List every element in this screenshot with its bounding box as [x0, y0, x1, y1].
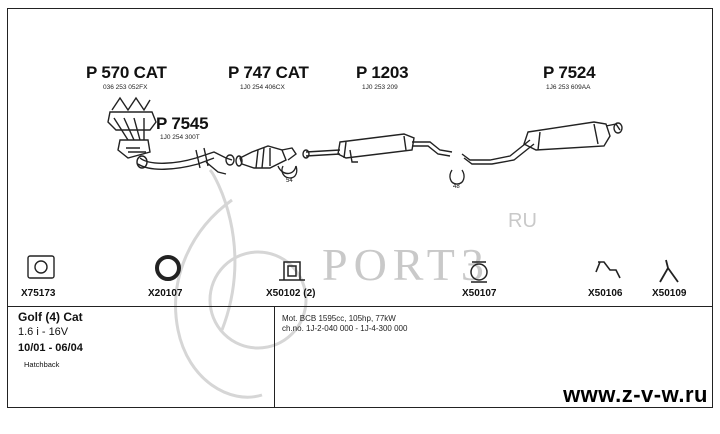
vehicle-engine: 1.6 i - 16V: [18, 326, 69, 338]
front-pipe-drawing: [136, 147, 235, 175]
catalyst-drawing: [235, 145, 297, 175]
accessory-code-x20107: X20107: [148, 288, 183, 299]
accessory-code-x50106: X50106: [588, 288, 623, 299]
accessory-code-x50107: X50107: [462, 288, 497, 299]
vehicle-body: Hatchback: [24, 360, 60, 369]
clamp-54-drawing: [281, 165, 298, 179]
hanger-x50107-icon: [470, 261, 488, 283]
middle-silencer-drawing: [302, 133, 453, 163]
accessory-code-x75173: X75173: [21, 288, 56, 299]
part-code-p1203: P 1203: [356, 63, 409, 82]
motor-info-line2: ch.no. 1J-2-040 000 - 1J-4-300 000: [282, 324, 408, 333]
oem-number-p570cat: 036 253 052FX: [103, 84, 148, 91]
clamp-48-drawing: [449, 169, 465, 185]
part-code-p747cat: P 747 CAT: [228, 63, 309, 82]
website-url: www.z-v-w.ru: [563, 382, 708, 407]
vehicle-years: 10/01 - 06/04: [18, 342, 83, 354]
vehicle-model: Golf (4) Cat: [18, 310, 83, 324]
clamp-label-48: 48: [453, 184, 460, 190]
hanger-x50106-icon: [595, 261, 621, 279]
diagram-frame: [7, 8, 713, 408]
part-code-p7545: P 7545: [156, 114, 209, 133]
accessory-code-x50109: X50109: [652, 288, 687, 299]
watermark-arcs: [174, 168, 308, 399]
divider-line: [7, 306, 713, 307]
clamp-label-54: 54: [286, 178, 293, 184]
oem-number-p747cat: 1J0 254 406CX: [240, 84, 285, 91]
hanger-x50102-icon: [279, 261, 305, 281]
watermark: PORT3: [322, 239, 490, 290]
oem-number-p1203: 1J0 253 209: [362, 84, 398, 91]
oem-number-p7545: 1J0 254 300T: [160, 134, 200, 141]
part-code-p570cat: P 570 CAT: [86, 63, 167, 82]
info-divider: [274, 306, 275, 408]
ring-x20107-icon: [155, 255, 181, 281]
motor-info-line1: Mot. BCB 1595cc, 105hp, 77kW: [282, 314, 396, 323]
hanger-x50109-icon: [659, 259, 679, 283]
rear-silencer-drawing: [461, 121, 623, 165]
gasket-x75173-icon: [27, 255, 55, 279]
manifold-cat-drawing: [107, 96, 157, 159]
watermark-suffix: RU: [508, 210, 537, 232]
oem-number-p7524: 1J6 253 609AA: [546, 84, 591, 91]
part-code-p7524: P 7524: [543, 63, 596, 82]
accessory-code-x50102: X50102 (2): [266, 288, 316, 299]
